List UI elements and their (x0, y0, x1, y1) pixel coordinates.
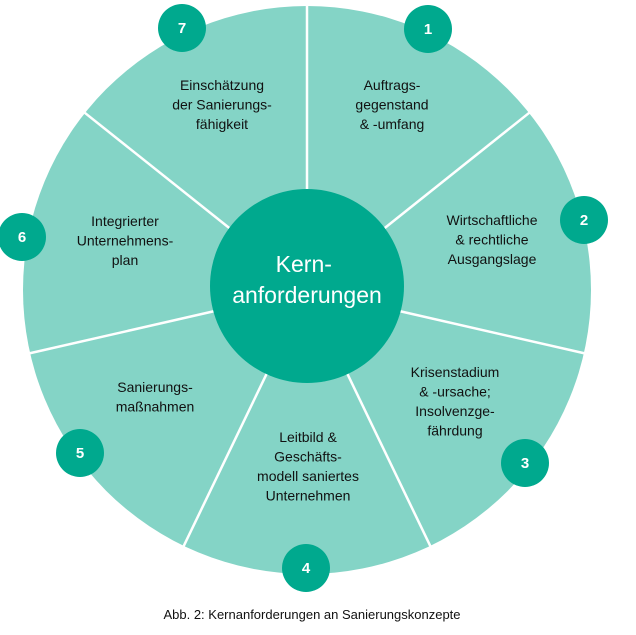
center-circle (210, 189, 404, 383)
segment-label-line: Integrierter (91, 213, 159, 229)
figure-caption: Abb. 2: Kernanforderungen an Sanierungsk… (163, 607, 460, 622)
segment-label-line: der Sanierungs- (172, 97, 272, 113)
segment-3: Krisenstadium & -ursache; Insolvenzge-fähr… (411, 364, 549, 487)
number-badge (56, 429, 104, 477)
segment-label-line: Sanierungs- (117, 379, 193, 395)
segment-label-line: Insolvenzge- (415, 403, 495, 419)
segments: Auftrags-gegenstand & -umfang 1Wirtschaftl… (0, 4, 608, 592)
segment-label-line: Leitbild & (279, 429, 337, 445)
segment-label-line: Unternehmen (266, 488, 351, 504)
segment-label-line: & -umfang (360, 116, 425, 132)
number-badge-label: 3 (521, 455, 529, 472)
segment-label: Sanierungs-maßnahmen (116, 379, 195, 415)
segment-label: Einschätzung der Sanierungs-fähigkeit (172, 77, 272, 132)
number-badge-label: 2 (580, 212, 588, 229)
segment-label-line: & -ursache; (419, 384, 491, 400)
number-badge (158, 4, 206, 52)
number-badge-label: 7 (178, 20, 186, 37)
segment-label-line: fähigkeit (196, 116, 248, 132)
center-label: Kern- anforderungen (232, 251, 382, 308)
segment-divider (181, 370, 270, 549)
segment-label: Krisenstadium & -ursache; Insolvenzge-fähr… (411, 364, 500, 439)
segment-label-line: modell saniertes (257, 468, 359, 484)
segment-label-line: Geschäfts- (274, 449, 342, 465)
segment-1: Auftrags-gegenstand & -umfang 1 (355, 5, 452, 132)
segment-divider (344, 370, 433, 549)
segment-label-line: Wirtschaftliche (446, 212, 537, 228)
number-badge (560, 196, 608, 244)
segment-label-line: gegenstand (355, 97, 428, 113)
segment-5: Sanierungs-maßnahmen 5 (56, 379, 194, 477)
number-badge-label: 5 (76, 445, 84, 462)
segment-label-line: & rechtliche (455, 232, 528, 248)
number-badge (501, 439, 549, 487)
segment-divider (394, 308, 587, 355)
segment-7: Einschätzung der Sanierungs-fähigkeit 7 (158, 4, 272, 132)
segment-label-line: plan (112, 252, 138, 268)
number-badge-label: 4 (302, 560, 311, 577)
number-badge-label: 1 (424, 21, 432, 38)
number-badge (282, 544, 330, 592)
segment-label-line: fährdung (427, 423, 482, 439)
center-label-line: anforderungen (232, 282, 382, 308)
segment-label-line: Krisenstadium (411, 364, 500, 380)
segment-label-line: maßnahmen (116, 399, 195, 415)
number-badge (0, 213, 46, 261)
segment-label-line: Auftrags- (364, 77, 421, 93)
segment-divider (82, 110, 238, 235)
segment-label: Auftrags-gegenstand & -umfang (355, 77, 428, 132)
number-badge-label: 6 (18, 229, 26, 246)
segment-divider (27, 308, 220, 355)
center-label-line: Kern- (276, 251, 332, 277)
segment-label-line: Ausgangslage (448, 251, 537, 267)
segment-divider (376, 110, 532, 235)
segment-label-line: Unternehmens- (77, 233, 174, 249)
number-badge (404, 5, 452, 53)
segment-label-line: Einschätzung (180, 77, 264, 93)
segment-dividers (27, 4, 587, 549)
